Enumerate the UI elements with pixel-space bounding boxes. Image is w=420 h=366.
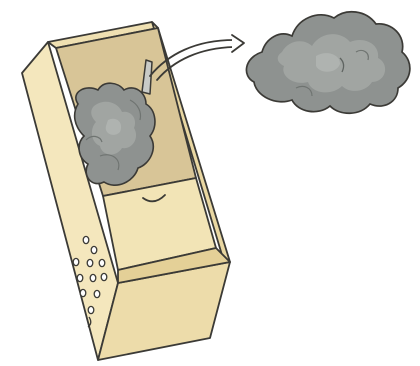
dust-cloud-icon xyxy=(246,12,409,114)
open-box-icon xyxy=(22,22,230,360)
